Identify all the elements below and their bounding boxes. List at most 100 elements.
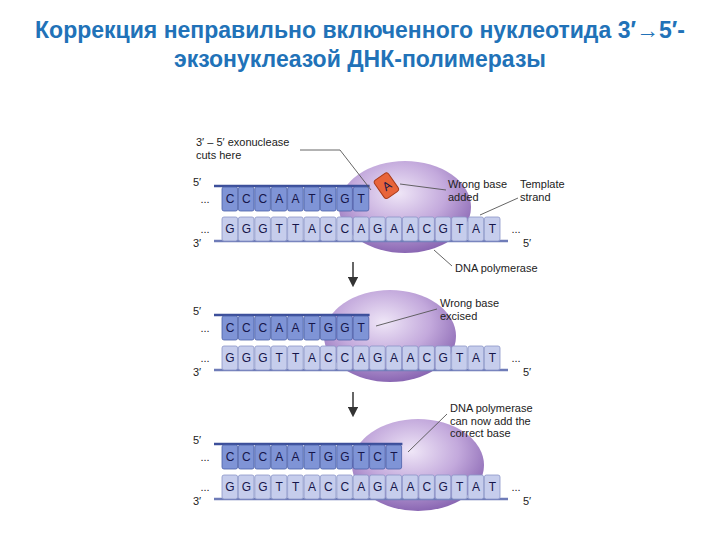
- callout-label: Template strand: [520, 178, 580, 203]
- nucleotide-block: [386, 475, 402, 499]
- nucleotide-block: [238, 445, 254, 469]
- base-letter: T: [271, 481, 287, 493]
- nucleotide-block: [238, 346, 254, 370]
- nucleotide-block: [337, 187, 353, 211]
- base-letter: A: [271, 451, 287, 463]
- leader-line: [300, 150, 371, 190]
- nucleotide-block: [468, 346, 484, 370]
- nucleotide-block: [222, 346, 238, 370]
- leader-line: [400, 184, 446, 190]
- nucleotide-block: [452, 346, 468, 370]
- base-letter: G: [320, 451, 336, 463]
- nucleotide-block: [484, 346, 500, 370]
- nucleotide-block: [370, 475, 386, 499]
- nucleotide-block: [288, 475, 304, 499]
- nucleotide-block: [386, 346, 402, 370]
- leader-line: [408, 414, 447, 452]
- base-letter: G: [255, 223, 271, 235]
- base-letter: A: [288, 451, 304, 463]
- base-letter: C: [337, 481, 353, 493]
- base-letter: A: [468, 223, 484, 235]
- base-letter: T: [353, 322, 369, 334]
- nucleotide-block: [353, 346, 369, 370]
- base-letter: A: [288, 193, 304, 205]
- strand-end-label: ...: [511, 224, 520, 235]
- base-letter: C: [238, 322, 254, 334]
- nucleotide-block: [271, 346, 287, 370]
- strand-end-label: 3′: [193, 367, 201, 378]
- nucleotide-block: [353, 217, 369, 241]
- nucleotide-block: [435, 217, 451, 241]
- callout-label: 3′ – 5′ exonuclease cuts here: [196, 136, 304, 161]
- nucleotide-block: [304, 445, 320, 469]
- nucleotide-block: [419, 217, 435, 241]
- base-letter: A: [271, 322, 287, 334]
- base-letter: T: [304, 322, 320, 334]
- nucleotide-block: [320, 346, 336, 370]
- nucleotide-block: [386, 217, 402, 241]
- base-letter: G: [435, 352, 451, 364]
- nucleotide-block: [337, 316, 353, 340]
- nucleotide-block: [337, 445, 353, 469]
- nucleotide-block: [320, 445, 336, 469]
- base-letter: C: [255, 193, 271, 205]
- base-letter: G: [238, 481, 254, 493]
- strand-end-label: 5′: [193, 435, 201, 446]
- callout-label: Wrong base excised: [440, 297, 530, 322]
- base-letter: A: [402, 481, 418, 493]
- base-letter: T: [353, 451, 369, 463]
- base-letter: C: [222, 322, 238, 334]
- nucleotide-block: [222, 475, 238, 499]
- base-letter: G: [320, 193, 336, 205]
- base-letter: A: [288, 322, 304, 334]
- nucleotide-block: [238, 187, 254, 211]
- base-letter: T: [353, 193, 369, 205]
- strand-end-label: ...: [200, 482, 209, 493]
- nucleotide-block: [419, 346, 435, 370]
- base-letter: G: [370, 223, 386, 235]
- nucleotide-block: [288, 187, 304, 211]
- base-letter: G: [370, 352, 386, 364]
- base-letter: C: [320, 223, 336, 235]
- base-letter: A: [468, 352, 484, 364]
- step-arrow: [352, 392, 354, 412]
- nucleotide-block: [353, 316, 369, 340]
- nucleotide-block: [468, 475, 484, 499]
- nucleotide-block: [484, 217, 500, 241]
- nucleotide-block: [271, 217, 287, 241]
- base-letter: T: [288, 223, 304, 235]
- step-arrow: [352, 262, 354, 282]
- nucleotide-block: [288, 316, 304, 340]
- base-letter: G: [337, 451, 353, 463]
- leader-line: [434, 250, 452, 266]
- nucleotide-block: [452, 217, 468, 241]
- base-letter: A: [304, 352, 320, 364]
- base-letter: T: [304, 193, 320, 205]
- base-letter: G: [370, 481, 386, 493]
- base-letter: T: [288, 352, 304, 364]
- nucleotide-block: [337, 346, 353, 370]
- base-letter: C: [238, 193, 254, 205]
- base-letter: C: [337, 352, 353, 364]
- nucleotide-block: [304, 316, 320, 340]
- nucleotide-block: [238, 475, 254, 499]
- nucleotide-block: [353, 475, 369, 499]
- nucleotide-block: [370, 217, 386, 241]
- callout-label: DNA polymerase can now add the correct b…: [450, 402, 546, 440]
- base-letter: T: [484, 223, 500, 235]
- nucleotide-block: [222, 316, 238, 340]
- strand-end-label: ...: [200, 353, 209, 364]
- leader-line: [376, 309, 437, 326]
- base-letter: C: [222, 451, 238, 463]
- nucleotide-block: [337, 475, 353, 499]
- strand-end-label: 5′: [193, 177, 201, 188]
- callout-label: Wrong base added: [448, 178, 512, 203]
- strand-end-label: 5′: [193, 306, 201, 317]
- base-letter: G: [255, 352, 271, 364]
- strand-end-label: 5′: [523, 496, 531, 507]
- nucleotide-block: [304, 217, 320, 241]
- base-letter: A: [304, 223, 320, 235]
- strand-end-label: ...: [200, 224, 209, 235]
- strand-end-label: ...: [511, 353, 520, 364]
- wrong-base: [373, 172, 400, 200]
